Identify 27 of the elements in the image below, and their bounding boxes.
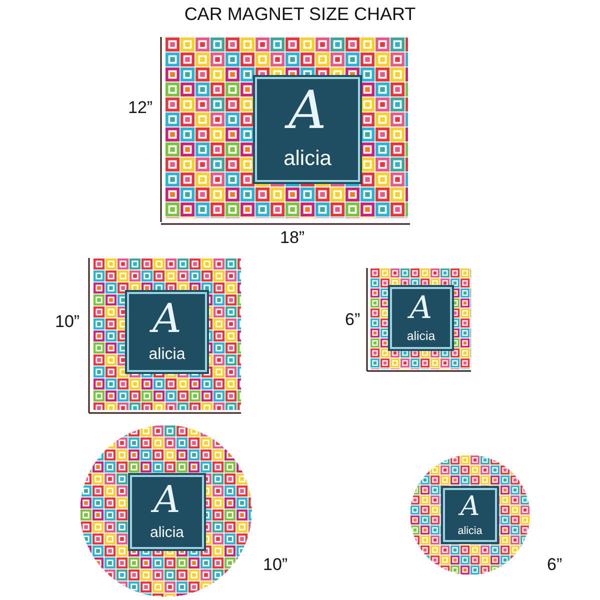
monogram-panel [443,488,497,542]
name-text: alicia [149,526,185,541]
round-magnet [410,455,530,575]
monogram-panel [390,287,452,349]
magnet [370,268,471,369]
dimension-label: 10” [55,312,80,332]
dimension-label: 6” [547,555,562,575]
monogram-letter: A [406,292,434,324]
round-magnet [80,425,252,597]
monogram-letter: A [457,493,481,520]
name-text: alicia [148,346,186,363]
monogram-panel [255,77,360,182]
chart-title: CAR MAGNET SIZE CHART [183,4,417,25]
dimension-label: 18” [280,228,305,248]
dimension-label: 12” [128,98,153,118]
name-text: alicia [406,330,436,342]
magnet [165,37,408,218]
dimension-label: 6” [345,310,360,330]
name-text: alicia [456,526,484,536]
monogram-letter: A [257,85,358,138]
monogram-panel [127,292,207,372]
dimension-label: 10” [263,555,288,575]
name-text: alicia [282,148,332,170]
monogram-panel [130,475,204,549]
monogram-letter: A [132,481,202,518]
monogram-letter: A [129,298,205,339]
magnet [93,258,241,410]
